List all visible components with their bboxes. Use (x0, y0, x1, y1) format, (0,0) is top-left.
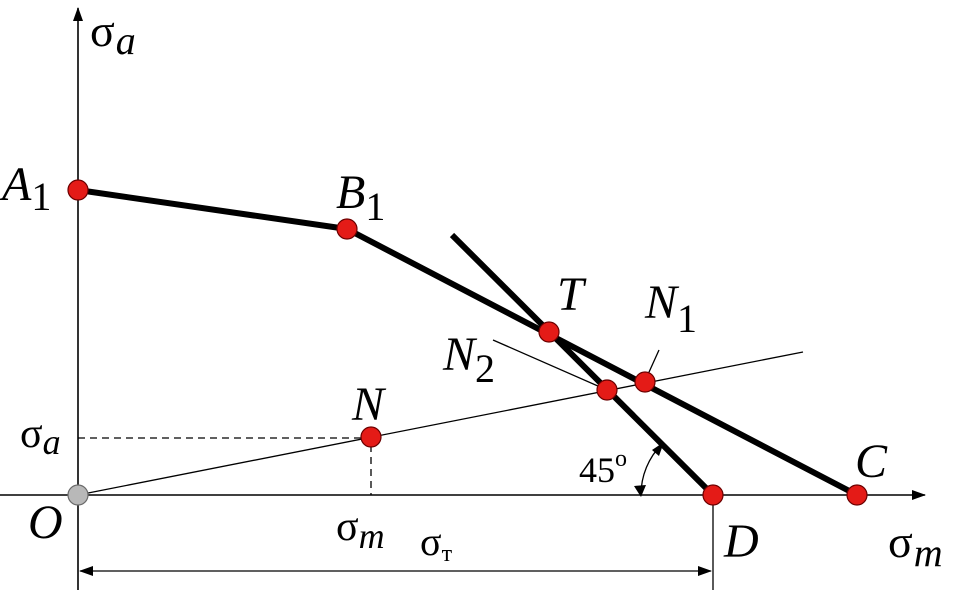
n2-leader-line (492, 339, 608, 391)
label-o: O (28, 496, 63, 549)
angle-label: 45o (579, 446, 627, 490)
point-o (67, 484, 89, 506)
label-d: D (723, 515, 759, 568)
point-n1 (634, 371, 656, 393)
label-n1: N1 (644, 276, 697, 341)
sigma-t-marker-label: σт (420, 519, 453, 567)
point-a1 (67, 179, 89, 201)
x-axis-label: σm (888, 516, 943, 575)
angle-arc-arrow-bottom (634, 485, 646, 497)
y-axis-label: σa (90, 5, 136, 63)
label-b1: B1 (336, 166, 385, 229)
point-d (702, 484, 724, 506)
label-a1: A1 (0, 158, 51, 219)
label-t: T (557, 268, 587, 321)
sigma-a-marker-label: σa (20, 411, 61, 462)
point-n2 (596, 379, 618, 401)
yield-line-d (449, 232, 716, 498)
label-n: N (351, 378, 387, 431)
point-n (360, 426, 382, 448)
load-ray-line (77, 351, 804, 496)
sigma-m-marker-label: σm (336, 504, 385, 556)
label-n2: N2 (442, 328, 495, 391)
angle-arc-arrow-top (652, 442, 664, 456)
point-c (846, 484, 868, 506)
point-t (538, 321, 560, 343)
point-b1 (336, 218, 358, 240)
label-c: C (855, 435, 888, 488)
